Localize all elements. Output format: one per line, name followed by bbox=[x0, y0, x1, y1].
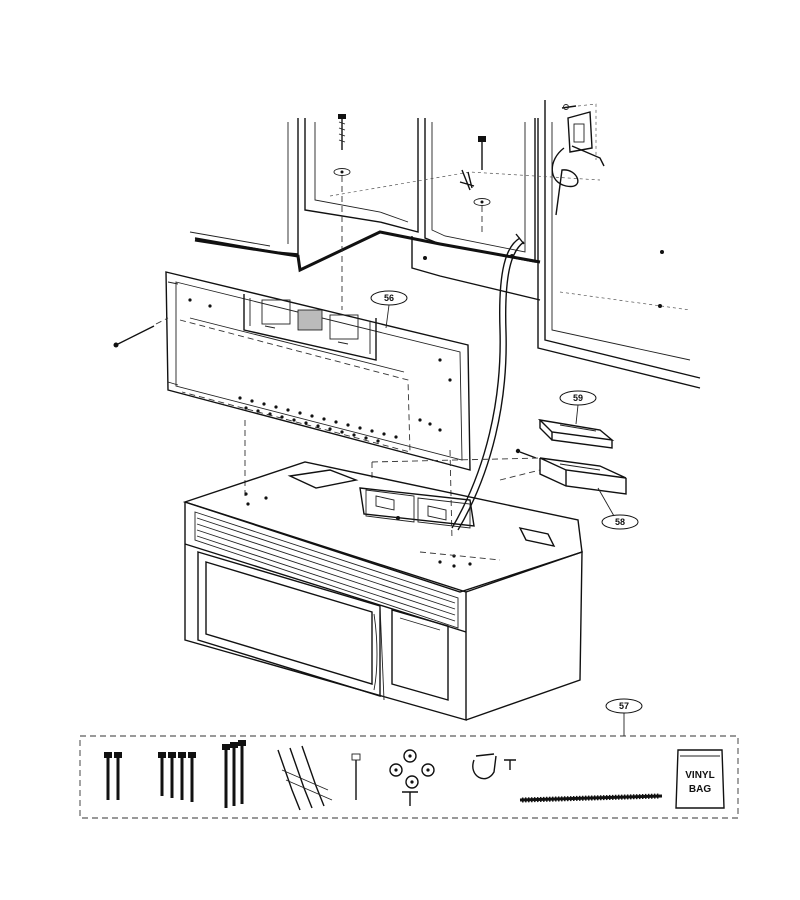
top-mounting-bolts bbox=[333, 114, 491, 310]
callout-59-label: 59 bbox=[573, 393, 583, 403]
callout-59: 59 bbox=[559, 390, 597, 425]
lag-bolts bbox=[222, 740, 246, 808]
mounting-plate bbox=[113, 271, 471, 541]
hardware-kit: VINYL BAG bbox=[79, 712, 739, 819]
plate-holes bbox=[188, 298, 452, 443]
callout-56: 56 bbox=[370, 290, 408, 329]
callout-58: 58 bbox=[597, 487, 639, 530]
callout-57: 57 bbox=[605, 698, 643, 714]
callout-56-label: 56 bbox=[384, 293, 394, 303]
vinyl-bag-label-2: BAG bbox=[689, 784, 711, 795]
washers bbox=[389, 749, 435, 806]
damper-assembly bbox=[371, 418, 627, 495]
vinyl-bag: VINYL BAG bbox=[675, 749, 725, 809]
toggle-wings bbox=[277, 745, 333, 811]
long-screws bbox=[104, 752, 122, 800]
bolt bbox=[351, 753, 361, 800]
microwave-oven bbox=[182, 461, 583, 721]
vinyl-bag-label-1: VINYL bbox=[685, 770, 714, 781]
power-outlet bbox=[561, 103, 605, 167]
upper-cabinets bbox=[189, 100, 701, 389]
callout-58-label: 58 bbox=[615, 517, 625, 527]
power-cord bbox=[451, 147, 579, 531]
cord-clamp bbox=[472, 753, 516, 780]
callout-57-label: 57 bbox=[619, 701, 629, 711]
foam-strip bbox=[519, 793, 663, 803]
wood-screws bbox=[158, 752, 196, 802]
